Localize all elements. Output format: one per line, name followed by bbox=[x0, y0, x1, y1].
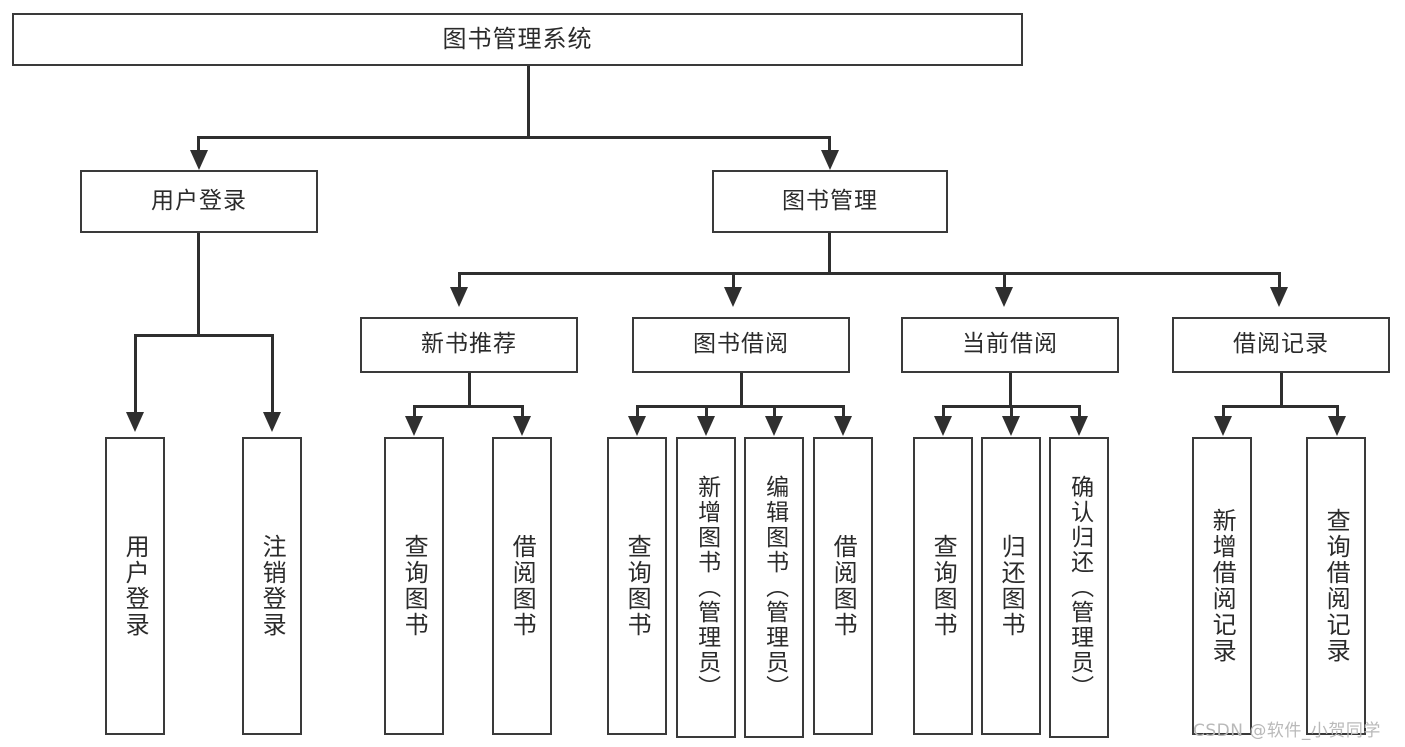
arrow-root-to-user-login bbox=[190, 150, 208, 170]
arrow-book-borrow-leaf-2 bbox=[697, 416, 715, 436]
edge-current-borrow-drop-3 bbox=[1078, 405, 1081, 421]
leaf-label: 借阅图书 bbox=[829, 534, 858, 638]
leaf-label: 确认归还（管理员） bbox=[1066, 475, 1093, 700]
arrow-current-borrow-leaf-2 bbox=[1002, 416, 1020, 436]
arrow-borrow-record-leaf-2 bbox=[1328, 416, 1346, 436]
node-label: 图书借阅 bbox=[693, 331, 789, 358]
arrow-root-to-book-manage bbox=[821, 150, 839, 170]
edge-borrow-record-split-bar bbox=[1222, 405, 1339, 408]
edge-book-manage-drop-4 bbox=[1278, 272, 1281, 292]
edge-current-borrow-stem bbox=[1009, 373, 1012, 407]
edge-new-book-rec-split-bar bbox=[413, 405, 524, 408]
arrow-current-borrow-leaf-1 bbox=[934, 416, 952, 436]
node-label: 借阅记录 bbox=[1233, 331, 1329, 358]
arrow-new-book-rec-leaf-2 bbox=[513, 416, 531, 436]
leaf-label: 用户登录 bbox=[121, 534, 150, 638]
leaf-label: 归还图书 bbox=[997, 534, 1026, 638]
edge-book-borrow-drop-2 bbox=[705, 405, 708, 421]
leaf-borrow-record-2[interactable]: 查询借阅记录 bbox=[1306, 437, 1366, 735]
edge-new-book-rec-drop-2 bbox=[521, 405, 524, 421]
node-user-login[interactable]: 用户登录 bbox=[80, 170, 318, 233]
leaf-borrow-record-1[interactable]: 新增借阅记录 bbox=[1192, 437, 1252, 735]
leaf-new-book-rec-2[interactable]: 借阅图书 bbox=[492, 437, 552, 735]
node-label: 图书管理 bbox=[782, 187, 878, 214]
leaf-label: 查询图书 bbox=[400, 534, 429, 638]
leaf-label: 新增图书（管理员） bbox=[693, 475, 720, 700]
leaf-label: 编辑图书（管理员） bbox=[761, 475, 788, 700]
edge-book-borrow-drop-4 bbox=[842, 405, 845, 421]
leaf-label: 注销登录 bbox=[258, 534, 287, 638]
node-label: 新书推荐 bbox=[421, 331, 517, 358]
node-borrow-record[interactable]: 借阅记录 bbox=[1172, 317, 1390, 373]
leaf-label: 查询借阅记录 bbox=[1322, 508, 1351, 664]
edge-borrow-record-drop-2 bbox=[1336, 405, 1339, 421]
node-label: 用户登录 bbox=[151, 187, 247, 214]
leaf-label: 借阅图书 bbox=[508, 534, 537, 638]
arrow-book-borrow-leaf-4 bbox=[834, 416, 852, 436]
edge-book-manage-drop-3 bbox=[1003, 272, 1006, 292]
edge-book-manage-drop-1 bbox=[458, 272, 461, 292]
edge-current-borrow-drop-1 bbox=[942, 405, 945, 421]
arrow-book-manage-child-3 bbox=[995, 287, 1013, 307]
edge-root-split-bar bbox=[197, 136, 830, 139]
edge-user-login-drop-2 bbox=[271, 334, 274, 418]
edge-root-stem bbox=[527, 66, 530, 138]
edge-book-manage-split-bar bbox=[458, 272, 1280, 275]
leaf-current-borrow-2[interactable]: 归还图书 bbox=[981, 437, 1041, 735]
leaf-new-book-rec-1[interactable]: 查询图书 bbox=[384, 437, 444, 735]
edge-user-login-stem bbox=[197, 233, 200, 336]
node-current-borrow[interactable]: 当前借阅 bbox=[901, 317, 1119, 373]
edge-borrow-record-drop-1 bbox=[1222, 405, 1225, 421]
arrow-book-manage-child-2 bbox=[724, 287, 742, 307]
leaf-user-login-1[interactable]: 用户登录 bbox=[105, 437, 165, 735]
edge-book-manage-drop-2 bbox=[732, 272, 735, 292]
node-label: 图书管理系统 bbox=[442, 25, 593, 54]
arrow-book-manage-child-4 bbox=[1270, 287, 1288, 307]
leaf-label: 查询图书 bbox=[929, 534, 958, 638]
node-root-system[interactable]: 图书管理系统 bbox=[12, 13, 1023, 66]
edge-book-manage-stem bbox=[828, 233, 831, 274]
leaf-book-borrow-3[interactable]: 编辑图书（管理员） bbox=[744, 437, 804, 738]
edge-user-login-drop-1 bbox=[134, 334, 137, 418]
leaf-current-borrow-1[interactable]: 查询图书 bbox=[913, 437, 973, 735]
arrow-user-login-leaf-1 bbox=[126, 412, 144, 432]
arrow-new-book-rec-leaf-1 bbox=[405, 416, 423, 436]
node-label: 当前借阅 bbox=[962, 331, 1058, 358]
edge-root-to-book-manage bbox=[828, 136, 831, 156]
leaf-current-borrow-3[interactable]: 确认归还（管理员） bbox=[1049, 437, 1109, 738]
edge-book-borrow-drop-3 bbox=[773, 405, 776, 421]
edge-book-borrow-drop-1 bbox=[636, 405, 639, 421]
node-new-book-recommend[interactable]: 新书推荐 bbox=[360, 317, 578, 373]
arrow-book-borrow-leaf-1 bbox=[628, 416, 646, 436]
leaf-label: 查询图书 bbox=[623, 534, 652, 638]
watermark-csdn: CSDN @软件_小贺同学 bbox=[1193, 721, 1381, 741]
edge-current-borrow-drop-2 bbox=[1010, 405, 1013, 421]
edge-borrow-record-stem bbox=[1280, 373, 1283, 407]
node-book-borrow[interactable]: 图书借阅 bbox=[632, 317, 850, 373]
node-book-manage[interactable]: 图书管理 bbox=[712, 170, 948, 233]
leaf-user-login-2[interactable]: 注销登录 bbox=[242, 437, 302, 735]
leaf-book-borrow-4[interactable]: 借阅图书 bbox=[813, 437, 873, 735]
leaf-book-borrow-1[interactable]: 查询图书 bbox=[607, 437, 667, 735]
edge-new-book-rec-drop-1 bbox=[413, 405, 416, 421]
edge-new-book-rec-stem bbox=[468, 373, 471, 407]
leaf-label: 新增借阅记录 bbox=[1208, 508, 1237, 664]
edge-user-login-split-bar bbox=[134, 334, 273, 337]
leaf-book-borrow-2[interactable]: 新增图书（管理员） bbox=[676, 437, 736, 738]
edge-book-borrow-split-bar bbox=[636, 405, 845, 408]
arrow-user-login-leaf-2 bbox=[263, 412, 281, 432]
arrow-current-borrow-leaf-3 bbox=[1070, 416, 1088, 436]
arrow-book-borrow-leaf-3 bbox=[765, 416, 783, 436]
arrow-borrow-record-leaf-1 bbox=[1214, 416, 1232, 436]
edge-book-borrow-stem bbox=[740, 373, 743, 407]
edge-root-to-user-login bbox=[197, 136, 200, 156]
arrow-book-manage-child-1 bbox=[450, 287, 468, 307]
